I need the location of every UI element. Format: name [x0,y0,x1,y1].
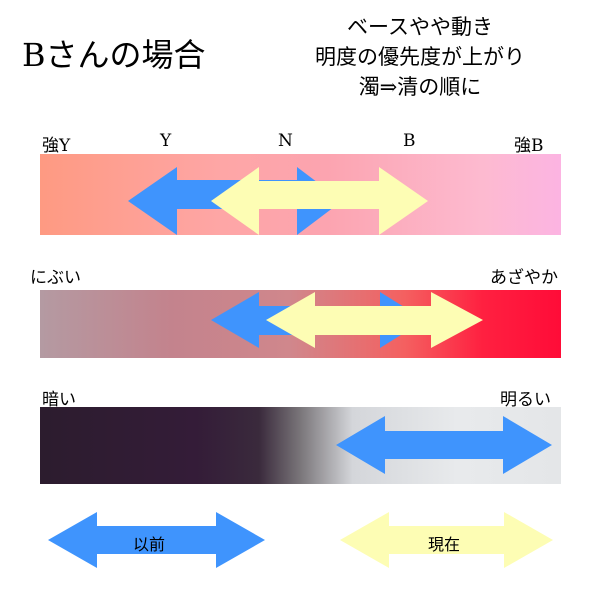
chroma-label-dull: にぶい [30,268,81,288]
legend-current-label: 現在 [428,535,461,554]
diagram-title: Bさんの場合 [22,36,206,74]
value-label-light: 明るい [500,390,551,410]
hue-label-n: N [278,131,293,151]
legend-current-arrow [340,512,553,568]
chroma-label-vivid: あざやか [490,268,558,288]
value-before-arrow [336,416,552,474]
hue-current-arrow [211,167,428,235]
chroma-current-arrow [266,292,483,348]
value-label-dark: 暗い [42,390,76,410]
hue-label-y: Y [160,131,172,151]
subtitle-line: 明度の優先度が上がり [315,45,525,69]
subtitle-line: 濁⇒清の順に [358,75,482,99]
subtitle-line: ベースやや動き [347,15,493,39]
hue-label-strong-y: 強Y [42,136,71,156]
subtitle: ベースやや動き 明度の優先度が上がり 濁⇒清の順に [270,12,570,102]
hue-label-strong-b: 強B [514,136,544,156]
legend-before-arrow [48,512,265,568]
legend-before-label: 以前 [133,535,166,554]
hue-label-b: B [403,131,416,151]
